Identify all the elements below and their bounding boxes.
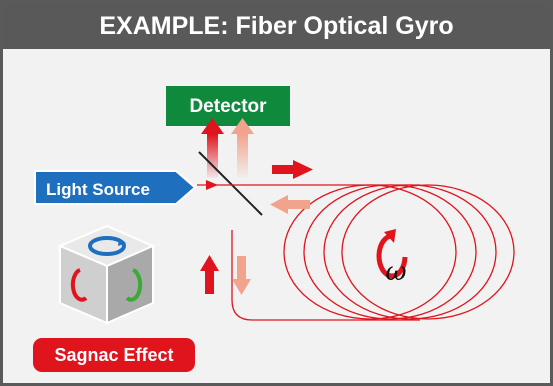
omega-symbol: ω bbox=[385, 257, 406, 287]
detector-arrow-red bbox=[201, 118, 224, 178]
detector-box: Detector bbox=[166, 86, 290, 126]
page-title: EXAMPLE: Fiber Optical Gyro bbox=[3, 3, 550, 49]
fiber-coil bbox=[197, 184, 515, 321]
counterclockwise-arrow bbox=[270, 195, 310, 214]
rotation-omega-icon: ω bbox=[376, 229, 408, 287]
clockwise-arrow bbox=[272, 160, 313, 179]
sagnac-effect-badge: Sagnac Effect bbox=[33, 338, 195, 372]
detector-label: Detector bbox=[189, 96, 267, 117]
sagnac-cube-icon bbox=[57, 224, 156, 325]
sagnac-label: Sagnac Effect bbox=[54, 345, 173, 365]
upward-arrow bbox=[200, 255, 219, 294]
light-source-box: Light Source bbox=[34, 170, 197, 205]
entry-arrow bbox=[206, 180, 218, 190]
detector-arrow-pink bbox=[231, 118, 254, 178]
downward-arrow bbox=[232, 256, 251, 295]
light-source-label: Light Source bbox=[46, 180, 150, 199]
beam-splitter bbox=[198, 151, 263, 216]
cube-arrows bbox=[70, 236, 143, 302]
